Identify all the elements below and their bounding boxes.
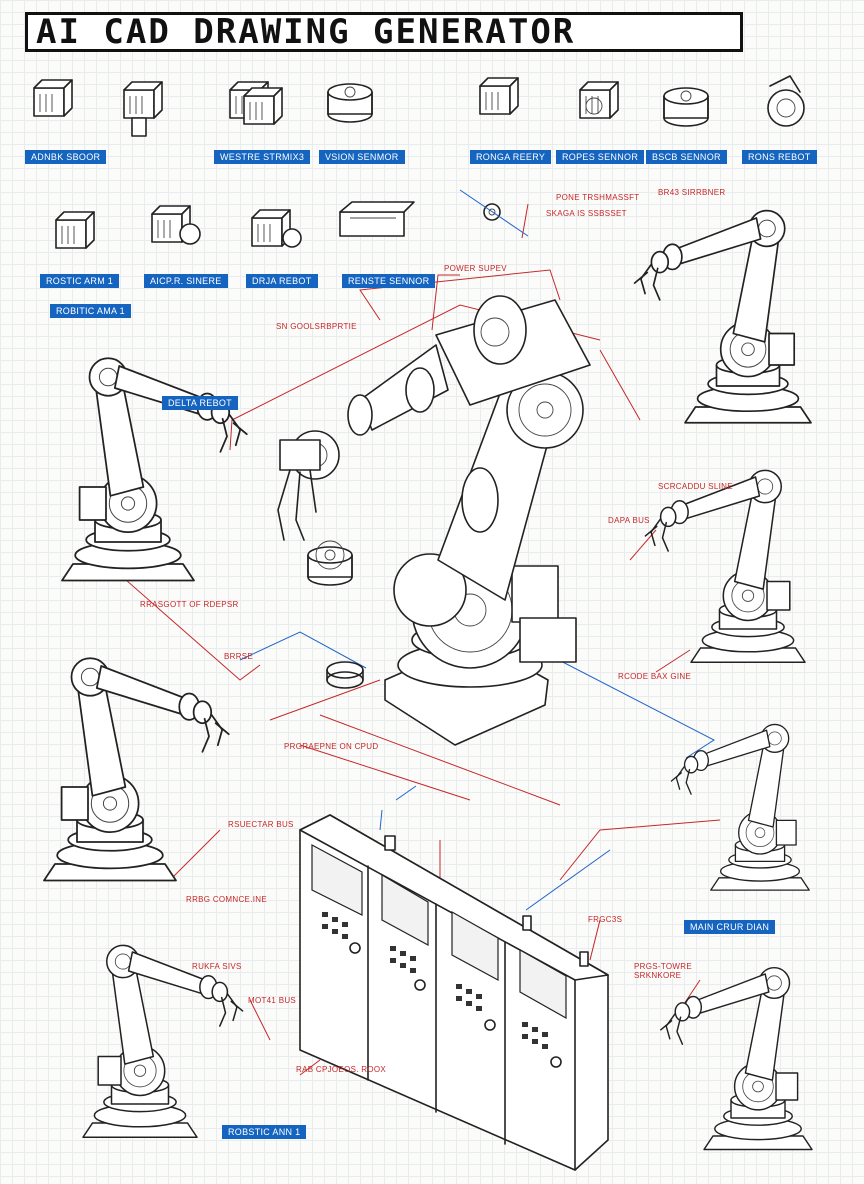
label-rostic-arm: ROSTIC ARM 1 <box>40 274 120 288</box>
label-aicp-sinere: AICP.R. SINERE <box>144 274 228 288</box>
note-module-bus: RCODE BAX GINE <box>618 672 692 681</box>
label-drja-rebot: DRJA REBOT <box>246 274 318 288</box>
label-westre-strmix3: WESTRE STRMIX3 <box>214 150 311 164</box>
component-top-5 <box>479 77 519 115</box>
component-top-4 <box>327 83 373 123</box>
component-top-3 <box>229 81 283 125</box>
note-sensor-small: SKAGA IS SSBSSET <box>546 209 627 218</box>
component-row2-4 <box>339 201 415 237</box>
note-power-top: PONE TRSHMASSFT <box>556 193 640 202</box>
gear-part <box>307 540 353 586</box>
component-top-6 <box>579 81 619 119</box>
note-power-supply: POWER SUPEV <box>444 264 507 273</box>
note-control-line: RRBG COMNCE.INE <box>186 895 267 904</box>
note-bottom: RAB CPJOEOS. ROOX <box>296 1065 387 1074</box>
robot-arm-left-lower <box>43 657 230 882</box>
robot-arm-top-right <box>633 209 812 424</box>
label-vsion-senmor: VSION SENMOR <box>319 150 405 164</box>
note-sector-bus: RSUECTAR BUS <box>228 820 294 829</box>
note-small-center: BRRSE <box>224 652 254 661</box>
label-robitic-ama: ROBITIC AMA 1 <box>50 304 131 318</box>
control-cabinet <box>299 814 609 1171</box>
label-adnbk-sboor: ADNBK SBOOR <box>25 150 107 164</box>
label-delta-rebot: DELTA REBOT <box>162 396 238 410</box>
component-row2-2 <box>151 205 201 245</box>
label-ropes-sennor: ROPES SENNOR <box>556 150 645 164</box>
label-ronga-reery: RONGA REERY <box>470 150 552 164</box>
component-row2-3 <box>251 209 302 248</box>
component-top-8 <box>767 75 805 127</box>
label-bscb-sennor: BSCB SENNOR <box>646 150 727 164</box>
note-motor-bus: MOT41 BUS <box>248 996 297 1005</box>
robot-arm-bottom-right <box>660 966 813 1151</box>
bushing-part <box>326 661 364 689</box>
component-top-7 <box>663 87 709 127</box>
note-wheels: RUKFA SIVS <box>192 962 242 971</box>
note-bus-top-right: BR43 SIRRBNER <box>658 188 726 197</box>
blue-leader-lines <box>239 189 715 911</box>
component-top-2 <box>123 81 163 137</box>
note-relay: FRGC3S <box>588 915 623 924</box>
note-center-mid: PRGRAEPNE ON CPUD <box>284 742 379 751</box>
component-row2-1 <box>55 211 95 249</box>
note-data-bus: DAPA BUS <box>608 516 650 525</box>
robot-arm-right-lower <box>670 723 810 891</box>
component-top-1 <box>33 79 73 117</box>
label-robstic-ann: ROBSTIC ANN 1 <box>222 1125 307 1139</box>
label-renste-sennor: RENSTE SENNOR <box>342 274 436 288</box>
robot-arm-bottom-left <box>82 944 244 1139</box>
label-main-crur-dian: MAIN CRUR DIAN <box>684 920 776 934</box>
robot-arm-left <box>61 357 248 582</box>
note-progress: PRGS-TOWRE SRKNKORE <box>634 962 692 980</box>
note-snooze: SN GOOLSRBPRTIE <box>276 322 357 331</box>
note-center-left: RRASGOTT OF RDEPSR <box>140 600 239 609</box>
label-rons-rebot: RONS REBOT <box>742 150 817 164</box>
robot-arm-right-mid <box>644 469 806 664</box>
page-title: AI CAD DRAWING GENERATOR <box>25 12 743 52</box>
note-scorad: SCRCADDU SLINE <box>658 482 733 491</box>
robot-arm-central <box>277 295 591 746</box>
